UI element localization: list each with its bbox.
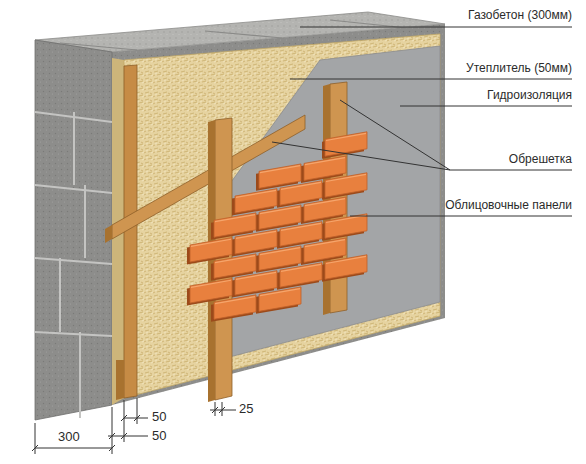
brick-highlight	[236, 231, 276, 238]
brick-highlight	[236, 272, 276, 279]
brick	[304, 238, 346, 262]
brick-highlight	[260, 248, 300, 255]
brick-highlight	[260, 207, 300, 214]
dimension-label: 25	[239, 402, 253, 417]
brick	[259, 164, 301, 188]
dimension-lines	[32, 398, 236, 454]
brick	[235, 230, 277, 254]
brick-highlight	[326, 215, 366, 222]
dimension-label: 300	[58, 430, 80, 445]
brick	[325, 214, 367, 238]
brick	[325, 173, 367, 197]
brick-highlight	[215, 297, 255, 304]
brick	[190, 279, 232, 303]
leader-lines	[272, 27, 572, 216]
brick	[280, 181, 322, 205]
brick	[280, 222, 322, 246]
brick	[259, 246, 301, 270]
brick-highlight	[236, 190, 276, 197]
brick	[214, 295, 256, 319]
brick-highlight	[326, 174, 366, 181]
brick	[304, 156, 346, 180]
part-label: Утеплитель (50мм)	[466, 62, 572, 76]
brick-highlight	[281, 223, 321, 230]
dimension-label: 50	[152, 429, 166, 444]
brick-highlight	[305, 199, 345, 206]
brick	[280, 263, 322, 287]
part-label: Гидроизоляция	[487, 89, 572, 103]
brick	[259, 287, 301, 311]
insulation-layer	[112, 34, 440, 405]
brick	[325, 255, 367, 279]
brick-highlight	[215, 215, 255, 222]
brick-highlight	[191, 280, 231, 287]
brick-highlight	[281, 264, 321, 271]
dimension-label: 50	[152, 410, 166, 425]
brick-highlight	[260, 289, 300, 296]
brick-highlight	[305, 158, 345, 165]
part-label: Газобетон (300мм)	[468, 9, 572, 23]
brick	[214, 213, 256, 237]
brick-highlight	[191, 239, 231, 246]
part-label: Обрешетка	[509, 153, 572, 167]
brick-highlight	[215, 256, 255, 263]
brick	[235, 189, 277, 213]
brick-highlight	[326, 133, 366, 140]
wooden-batten	[105, 115, 305, 243]
brick-highlight	[260, 166, 300, 173]
brick	[259, 205, 301, 229]
part-label: Облицовочные панели	[445, 199, 572, 213]
brick	[304, 197, 346, 221]
brick	[190, 238, 232, 262]
brick	[214, 254, 256, 278]
brick	[235, 271, 277, 295]
facing-panels	[187, 132, 367, 326]
brick	[325, 132, 367, 156]
brick-highlight	[281, 182, 321, 189]
brick-highlight	[326, 256, 366, 263]
brick-highlight	[305, 240, 345, 247]
